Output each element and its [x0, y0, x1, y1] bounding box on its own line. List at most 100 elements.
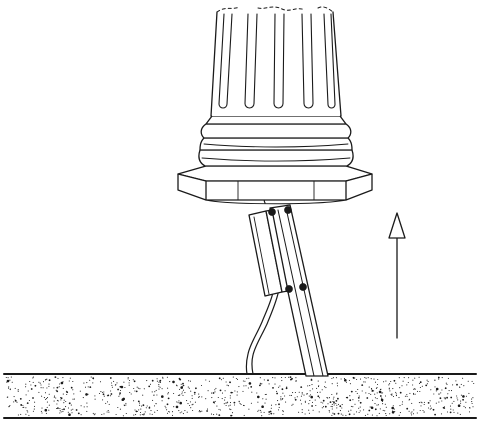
- ground-speckle: [179, 401, 182, 405]
- ground-speckle: [265, 393, 267, 395]
- ground-speckle: [6, 381, 8, 383]
- ground-speckle: [200, 384, 203, 387]
- ground-speckle: [308, 412, 310, 414]
- ground-speckle: [161, 388, 163, 390]
- ground-speckle: [391, 411, 395, 414]
- ground-speckle: [261, 405, 264, 409]
- ground-speckle: [281, 388, 284, 391]
- ground-speckle: [310, 395, 314, 399]
- cable-inner-line: [251, 288, 280, 375]
- ground-speckle: [365, 377, 367, 379]
- ground-speckle: [460, 394, 462, 396]
- ground-speckle: [272, 377, 274, 379]
- ground-speckle: [119, 389, 122, 392]
- plinth-top-face: [177, 165, 373, 182]
- ground-speckle: [94, 398, 96, 400]
- ground-speckle: [289, 376, 292, 378]
- ground-speckle: [122, 397, 125, 401]
- ground-speckle: [122, 415, 124, 417]
- ground-speckle: [143, 388, 145, 390]
- ground-speckle: [242, 404, 245, 406]
- ground-speckle: [53, 395, 56, 397]
- ground-speckle: [166, 409, 168, 411]
- ground-speckle: [9, 404, 11, 407]
- ground-speckle: [434, 386, 436, 388]
- ground-speckle: [198, 411, 200, 413]
- ground-speckle: [359, 406, 361, 408]
- ground-speckle: [350, 409, 352, 411]
- ground-speckle: [380, 388, 382, 390]
- ground-speckle: [156, 380, 158, 382]
- ground-speckle: [103, 395, 105, 397]
- ground-speckle: [25, 413, 27, 415]
- ground-speckle: [378, 390, 382, 394]
- ground-speckle: [385, 406, 387, 408]
- ground-speckle: [304, 413, 306, 415]
- ground-speckle: [413, 388, 415, 390]
- ground-speckle: [71, 412, 73, 414]
- ground-speckle: [416, 412, 418, 414]
- ground-speckle: [324, 405, 327, 408]
- ground-speckle: [166, 376, 168, 378]
- ground-speckle: [225, 381, 227, 383]
- ground-speckle: [177, 394, 179, 396]
- ground-speckle: [449, 405, 452, 407]
- ground-speckle: [41, 407, 43, 409]
- ground-speckle: [181, 393, 183, 395]
- ground-speckle: [388, 387, 390, 389]
- ground-speckle: [292, 403, 294, 405]
- ground-speckle: [156, 378, 158, 380]
- ground-speckle: [139, 414, 141, 416]
- ground-speckle: [404, 395, 406, 397]
- ground-speckle: [55, 397, 57, 399]
- ground-speckle: [233, 401, 236, 404]
- ground-speckle: [392, 388, 394, 390]
- ground-speckle: [10, 376, 12, 378]
- ground-speckle: [399, 387, 401, 389]
- ground-speckle: [377, 378, 379, 381]
- ground-speckle: [294, 391, 296, 394]
- ground-speckle: [445, 382, 447, 384]
- ground-speckle: [13, 401, 15, 403]
- ground-speckle: [446, 383, 448, 385]
- ground-speckle: [395, 395, 398, 397]
- ground-speckle: [438, 393, 440, 395]
- ground-speckle: [138, 409, 140, 411]
- ground-speckle: [401, 385, 403, 387]
- ground-speckle: [284, 395, 286, 397]
- ground-speckle: [270, 404, 273, 406]
- ground-speckle: [33, 408, 35, 410]
- ground-speckle: [391, 406, 395, 410]
- column-base-molding: [198, 115, 354, 167]
- ground-speckle: [125, 402, 127, 404]
- ground-speckle: [376, 404, 378, 406]
- ground-speckle: [125, 412, 127, 415]
- ground-speckle: [328, 397, 331, 399]
- ground-speckle: [295, 377, 297, 379]
- ground-speckle: [311, 401, 314, 403]
- ground-speckle: [108, 403, 110, 405]
- ground-speckle: [414, 377, 416, 379]
- ground-speckle: [73, 393, 75, 395]
- ground-speckle: [411, 411, 413, 413]
- ground-speckle: [28, 399, 30, 402]
- ground-speckle: [463, 385, 465, 387]
- ground-speckle: [32, 376, 34, 378]
- ground-speckle: [67, 411, 69, 413]
- ground-speckle: [447, 393, 449, 395]
- plinth-underside: [205, 199, 347, 205]
- ground-speckle: [368, 409, 371, 412]
- ground-speckle: [398, 397, 400, 399]
- ground-speckle: [399, 391, 402, 394]
- ground-speckle: [133, 387, 135, 390]
- ground-speckle: [402, 380, 404, 382]
- ground-speckle: [25, 383, 27, 385]
- ground-speckle: [143, 413, 145, 415]
- ground-speckle: [115, 384, 117, 386]
- ground-speckle: [62, 393, 64, 395]
- ground-speckle: [346, 396, 349, 399]
- ground-speckle: [363, 409, 365, 411]
- ground-speckle: [17, 414, 19, 416]
- ground-speckle: [450, 396, 453, 399]
